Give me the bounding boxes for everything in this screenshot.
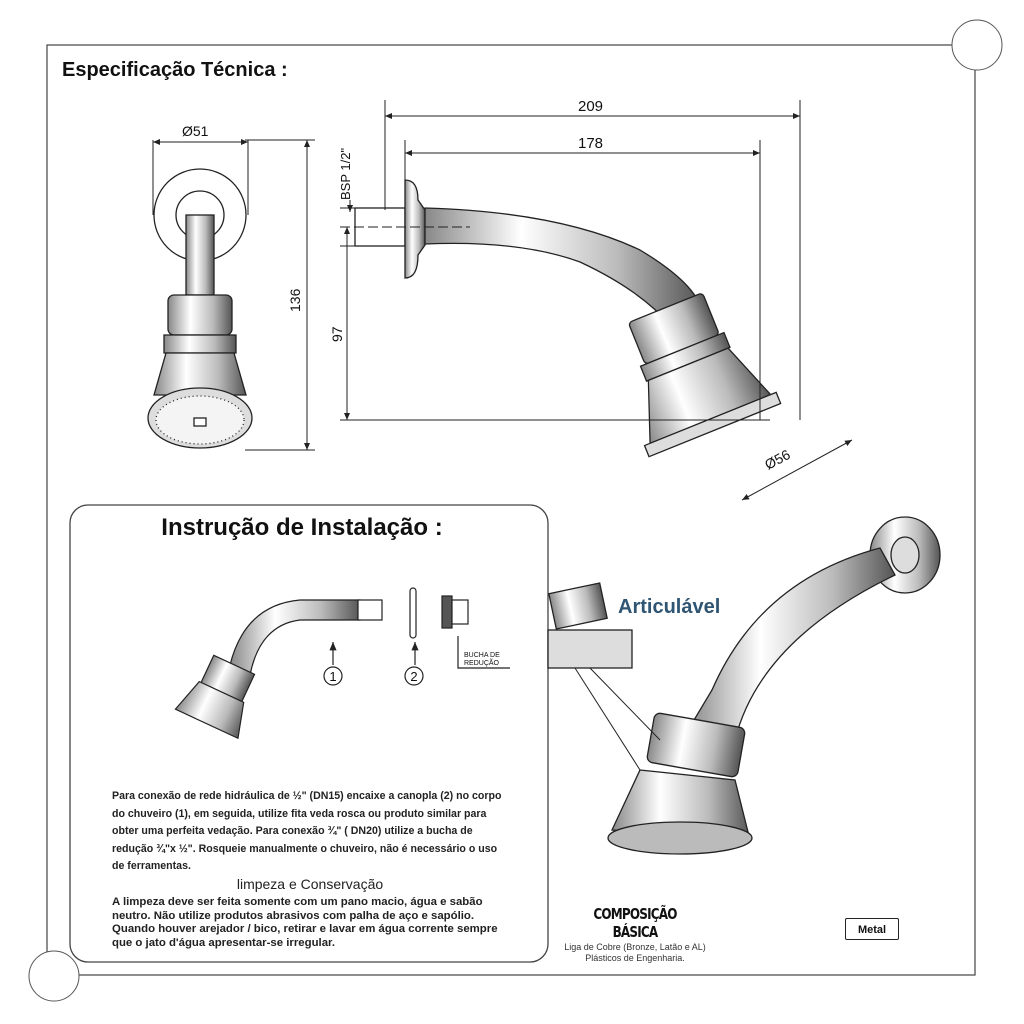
cleaning-instructions: A limpeza deve ser feita somente com um … <box>112 896 498 949</box>
page-title: Especificação Técnica : <box>62 59 288 81</box>
side-dimensions <box>340 100 853 501</box>
part-1-label: 1 <box>329 669 336 684</box>
part-2-label: 2 <box>410 669 417 684</box>
articulated-shower-illustration <box>547 516 941 855</box>
dim-arm-length: 178 <box>578 135 603 152</box>
corner-circle-top-right <box>951 19 1003 71</box>
installation-title: Instrução de Instalação : <box>161 514 442 541</box>
installation-diagram <box>174 587 510 740</box>
cleaning-title: limpeza e Conservação <box>236 876 384 892</box>
page-frame <box>46 44 976 976</box>
bucha-label-1: BUCHA DE <box>464 652 500 659</box>
dim-total-length: 209 <box>578 98 603 115</box>
dim-head-diameter: Ø56 <box>762 446 793 473</box>
installation-panel <box>69 504 549 963</box>
installation-instructions: Para conexão de rede hidráulica de ½" (D… <box>112 790 502 873</box>
dim-front-diameter: Ø51 <box>182 123 209 139</box>
dim-front-height: 136 <box>287 288 303 312</box>
material-badge: Metal <box>845 918 899 940</box>
dim-thread: BSP 1/2" <box>338 148 353 200</box>
corner-circle-bottom-left <box>28 950 80 1002</box>
front-dimensions <box>152 139 315 451</box>
bucha-label-2: REDUÇÃO <box>464 658 500 667</box>
articulavel-label: Articulável <box>618 596 720 618</box>
composition-line-2: Plásticos de Engenharia. <box>585 953 685 963</box>
composition-title: COMPOSIÇÃO BÁSICA <box>593 905 677 941</box>
dim-drop: 97 <box>329 326 345 342</box>
side-view-shower <box>354 179 782 458</box>
front-view-shower <box>147 168 253 449</box>
composition-block: COMPOSIÇÃO BÁSICA Liga de Cobre (Bronze,… <box>560 905 710 964</box>
composition-line-1: Liga de Cobre (Bronze, Latão e AL) <box>564 942 706 952</box>
